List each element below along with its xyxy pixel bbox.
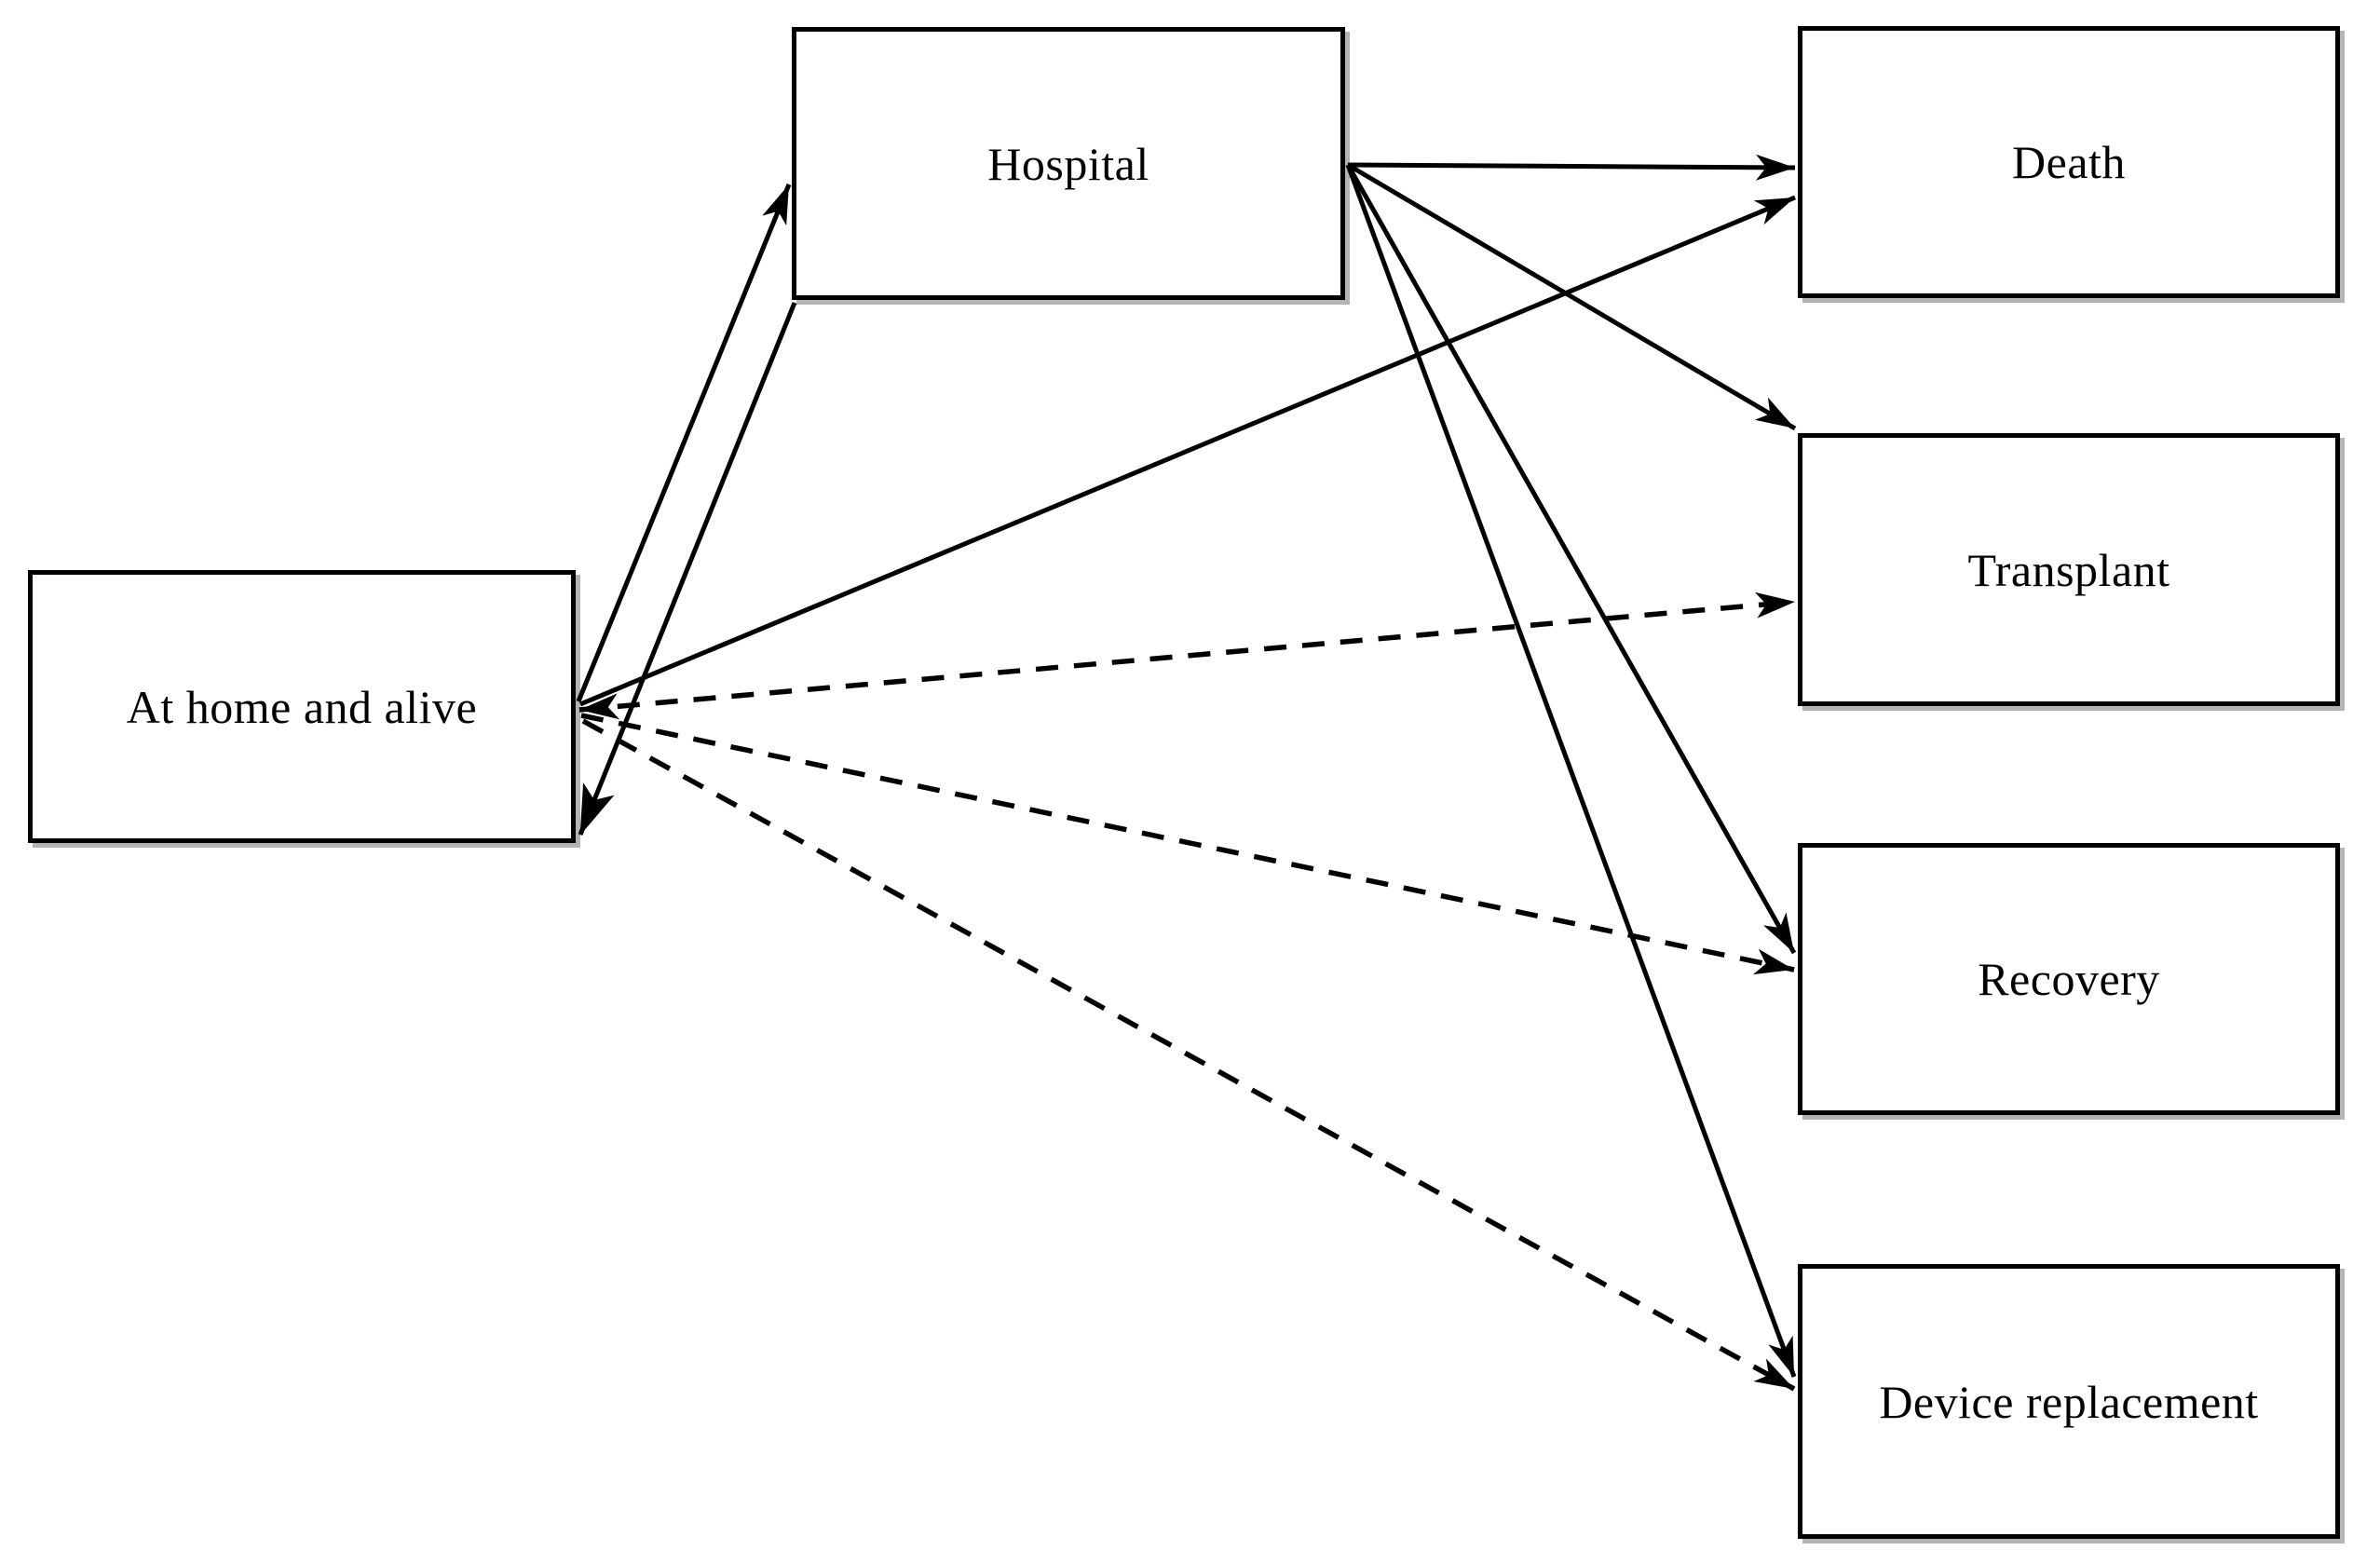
node-label-hospital: Hospital <box>987 137 1149 190</box>
node-device-replacement: Device replacement <box>1798 1264 2340 1539</box>
node-label-transplant: Transplant <box>1967 543 2170 596</box>
node-transplant: Transplant <box>1798 433 2340 706</box>
node-recovery: Recovery <box>1798 843 2340 1115</box>
edge-hospital-to-transplant <box>1346 162 1797 431</box>
edge-at-home-to-recovery-dashed <box>580 713 1795 975</box>
node-label-at-home-and-alive: At home and alive <box>126 680 478 733</box>
node-label-recovery: Recovery <box>1978 953 2160 1005</box>
edge-hospital-to-death <box>1347 154 1796 181</box>
edge-hospital-to-device-replacement <box>1345 164 1797 1378</box>
node-label-death: Death <box>2012 136 2126 188</box>
edge-hospital-to-recovery <box>1345 163 1797 955</box>
node-hospital: Hospital <box>792 27 1345 300</box>
edge-hospital-to-at-home <box>578 302 797 836</box>
node-death: Death <box>1798 26 2340 298</box>
edge-at-home-to-hospital <box>576 184 792 702</box>
node-at-home-and-alive: At home and alive <box>28 570 576 843</box>
edge-at-home-to-transplant-dashed <box>578 592 1796 720</box>
node-label-device-replacement: Device replacement <box>1879 1375 2259 1428</box>
edge-at-home-to-device-replacement-dashed <box>581 718 1796 1392</box>
